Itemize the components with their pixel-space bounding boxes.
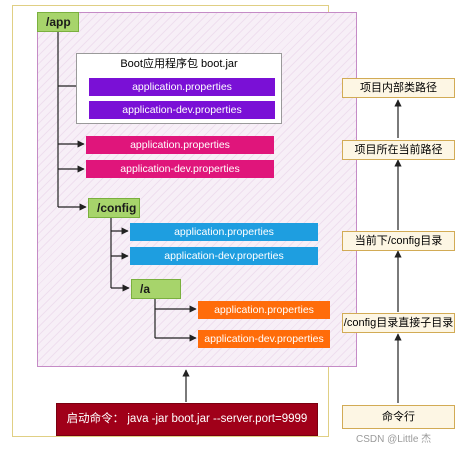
app-application-properties: application.properties — [86, 136, 274, 154]
boot-application-dev-properties: application-dev.properties — [89, 101, 275, 119]
boot-package-title: Boot应用程序包 boot.jar — [120, 58, 238, 70]
priority-step-project-path: 项目所在当前路径 — [342, 140, 455, 160]
a-application-properties: application.properties — [198, 301, 330, 319]
priority-step-classpath: 项目内部类路径 — [342, 78, 455, 98]
startup-command-box: 启动命令： java -jar boot.jar --server.port=9… — [56, 403, 318, 436]
app-folder: /app — [37, 12, 79, 32]
boot-application-properties: application.properties — [89, 78, 275, 96]
priority-step-command-line: 命令行 — [342, 405, 455, 429]
a-application-dev-properties: application-dev.properties — [198, 330, 330, 348]
a-folder: /a — [131, 279, 181, 299]
config-application-dev-properties: application-dev.properties — [130, 247, 318, 265]
priority-step-config-subdir: /config目录直接子目录 — [342, 313, 455, 333]
config-folder: /config — [88, 198, 140, 218]
priority-step-current-config: 当前下/config目录 — [342, 231, 455, 251]
config-application-properties: application.properties — [130, 223, 318, 241]
csdn-watermark: CSDN @Little 杰 — [356, 434, 432, 445]
app-application-dev-properties: application-dev.properties — [86, 160, 274, 178]
